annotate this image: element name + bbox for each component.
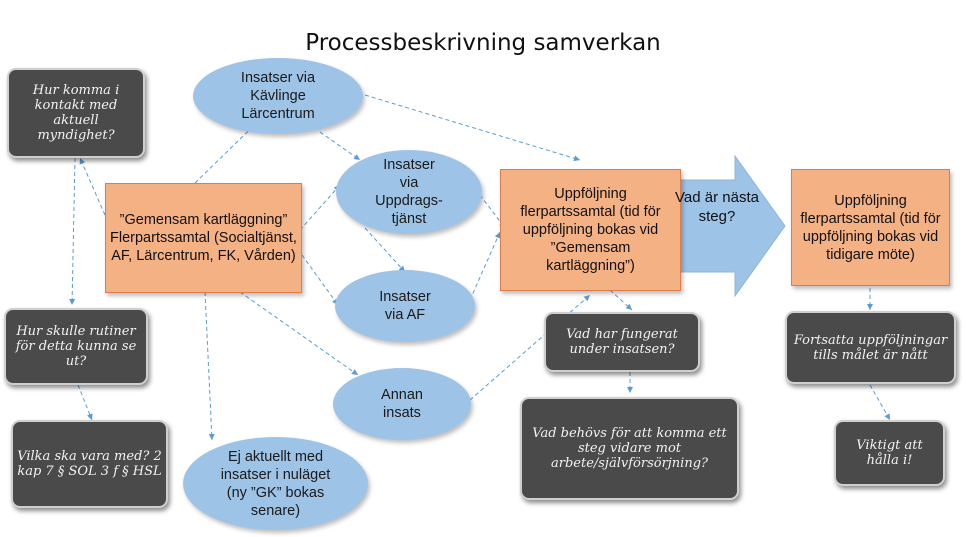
edge-kartlaggning-af bbox=[301, 254, 339, 306]
node-uppfoljning-2: Uppföljning flerpartssamtal (tid för upp… bbox=[791, 169, 950, 286]
edge-af-uppfoljning bbox=[469, 231, 501, 301]
node-af: Insatser via AF bbox=[335, 270, 475, 342]
edge-annan-uppfoljning bbox=[469, 294, 591, 401]
note-fortsatta: Fortsatta uppföljningar tills målet är n… bbox=[785, 311, 956, 384]
edge-fortsatta-viktigt bbox=[869, 384, 891, 421]
next-step-label: Vad är nästa steg? bbox=[675, 189, 759, 225]
edge-rutiner-vilka bbox=[77, 384, 93, 421]
note-vilka: Vilka ska vara med? 2 kap 7 § SOL 3 f § … bbox=[11, 420, 168, 508]
node-kartlaggning: ”Gemensam kartläggning” Flerpartssamtal … bbox=[105, 183, 302, 293]
page-title: Processbeskrivning samverkan bbox=[305, 30, 661, 56]
edge-kavlinge-uppfoljning bbox=[364, 94, 581, 162]
note-viktigt: Viktigt att hålla i! bbox=[834, 420, 945, 486]
edge-uppdrag-af bbox=[364, 227, 406, 273]
node-annan: Annan insats bbox=[333, 368, 471, 440]
next-step-arrow bbox=[665, 154, 786, 298]
node-kavlinge: Insatser via Kävlinge Lärcentrum bbox=[193, 58, 363, 134]
node-ej-aktuellt: Ej aktuellt med insatser i nuläget (ny ”… bbox=[183, 437, 368, 530]
note-fungerat: Vad har fungerat under insatsen? bbox=[544, 312, 700, 372]
note-kontakt: Hur komma i kontakt med aktuell myndighe… bbox=[7, 68, 145, 158]
edge-kartlaggning-uppdrag bbox=[299, 184, 341, 231]
note-behovs: Vad behövs för att komma ett steg vidare… bbox=[520, 397, 739, 500]
edge-kontakt-rutiner bbox=[69, 157, 76, 306]
edge-kartlaggning-annan bbox=[239, 291, 359, 376]
note-rutiner: Hur skulle rutiner för detta kunna se ut… bbox=[4, 308, 148, 385]
edge-kavlinge-uppdrag bbox=[319, 131, 361, 161]
node-uppdrag: Insatser via Uppdrags-tjänst bbox=[336, 150, 482, 234]
edge-kartlaggning-kontakt bbox=[79, 157, 106, 216]
edge-kartlaggning-ej bbox=[204, 291, 215, 441]
node-uppfoljning-1: Uppföljning flerpartssamtal (tid för upp… bbox=[500, 169, 681, 291]
edge-uppfoljning-fungerat bbox=[609, 289, 633, 311]
